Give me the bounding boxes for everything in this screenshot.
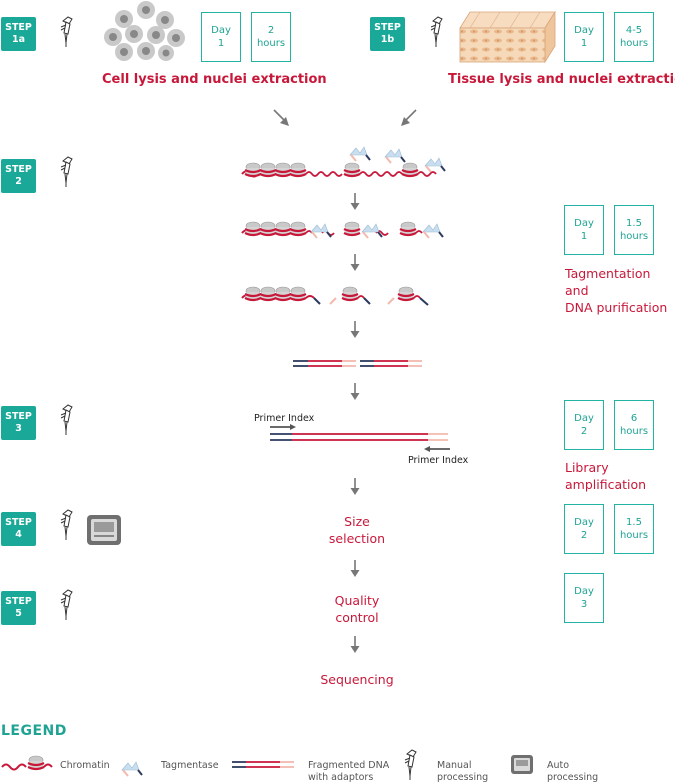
arrow-down-icon — [349, 477, 361, 496]
chromatin-icon — [241, 161, 437, 178]
primer-index-top-label: Primer Index — [254, 413, 315, 424]
pipette-icon — [60, 509, 73, 541]
arrow-down-icon — [349, 253, 361, 272]
arrow-down-icon — [401, 109, 417, 126]
amplified-library-dna — [270, 424, 450, 452]
cells-icon — [104, 1, 185, 61]
dna-fragment-icon — [232, 761, 294, 768]
tagmentase-icon — [310, 223, 332, 239]
sequencing-label: Sequencing — [320, 672, 394, 687]
arrow-down-icon — [349, 382, 361, 401]
library-amplification-label: Library amplification — [565, 460, 647, 492]
chromatin-icon — [241, 285, 429, 306]
legend-auto-label: Auto processing — [547, 760, 599, 783]
tissue-icon — [459, 10, 556, 64]
legend-tagmentase-label: Tagmentase — [161, 760, 219, 771]
tagmentase-icon — [422, 223, 444, 239]
instrument-icon — [87, 515, 121, 545]
pipette-icon — [60, 589, 73, 621]
pipette-icon — [60, 404, 73, 436]
dna-fragment-icon — [293, 360, 356, 367]
instrument-icon — [511, 755, 533, 774]
arrow-down-icon — [349, 559, 361, 578]
legend-manual-label: Manual processing — [437, 760, 489, 783]
primer-index-bottom-label: Primer Index — [408, 455, 469, 466]
pipette-icon — [430, 16, 443, 48]
pipette-icon — [404, 749, 417, 781]
chromatin-icon — [1, 754, 53, 771]
quality-control-label: Quality control — [334, 593, 380, 625]
arrow-down-icon — [349, 635, 361, 654]
pipette-icon — [60, 156, 73, 188]
tissue-lysis-title: Tissue lysis and nuclei extraction — [448, 72, 675, 87]
arrow-down-icon — [273, 109, 289, 126]
tagmentase-icon — [384, 148, 406, 164]
legend-title: LEGEND — [1, 723, 67, 739]
chromatin-icon — [241, 220, 423, 237]
tagmentase-icon — [424, 157, 446, 173]
tagmentase-icon — [121, 761, 143, 777]
dna-fragment-icon — [360, 360, 422, 367]
tagmentation-label: Tagmentation and DNA purification — [565, 266, 668, 315]
tagmentase-icon — [349, 146, 371, 162]
arrow-down-icon — [349, 320, 361, 339]
arrow-down-icon — [349, 192, 361, 211]
pipette-icon — [60, 16, 73, 48]
cell-lysis-title: Cell lysis and nuclei extraction — [102, 72, 327, 87]
legend-chromatin-label: Chromatin — [60, 760, 110, 771]
size-selection-label: Size selection — [328, 514, 386, 546]
legend-fragmented-dna-label: Fragmented DNA with adaptors — [308, 760, 390, 783]
